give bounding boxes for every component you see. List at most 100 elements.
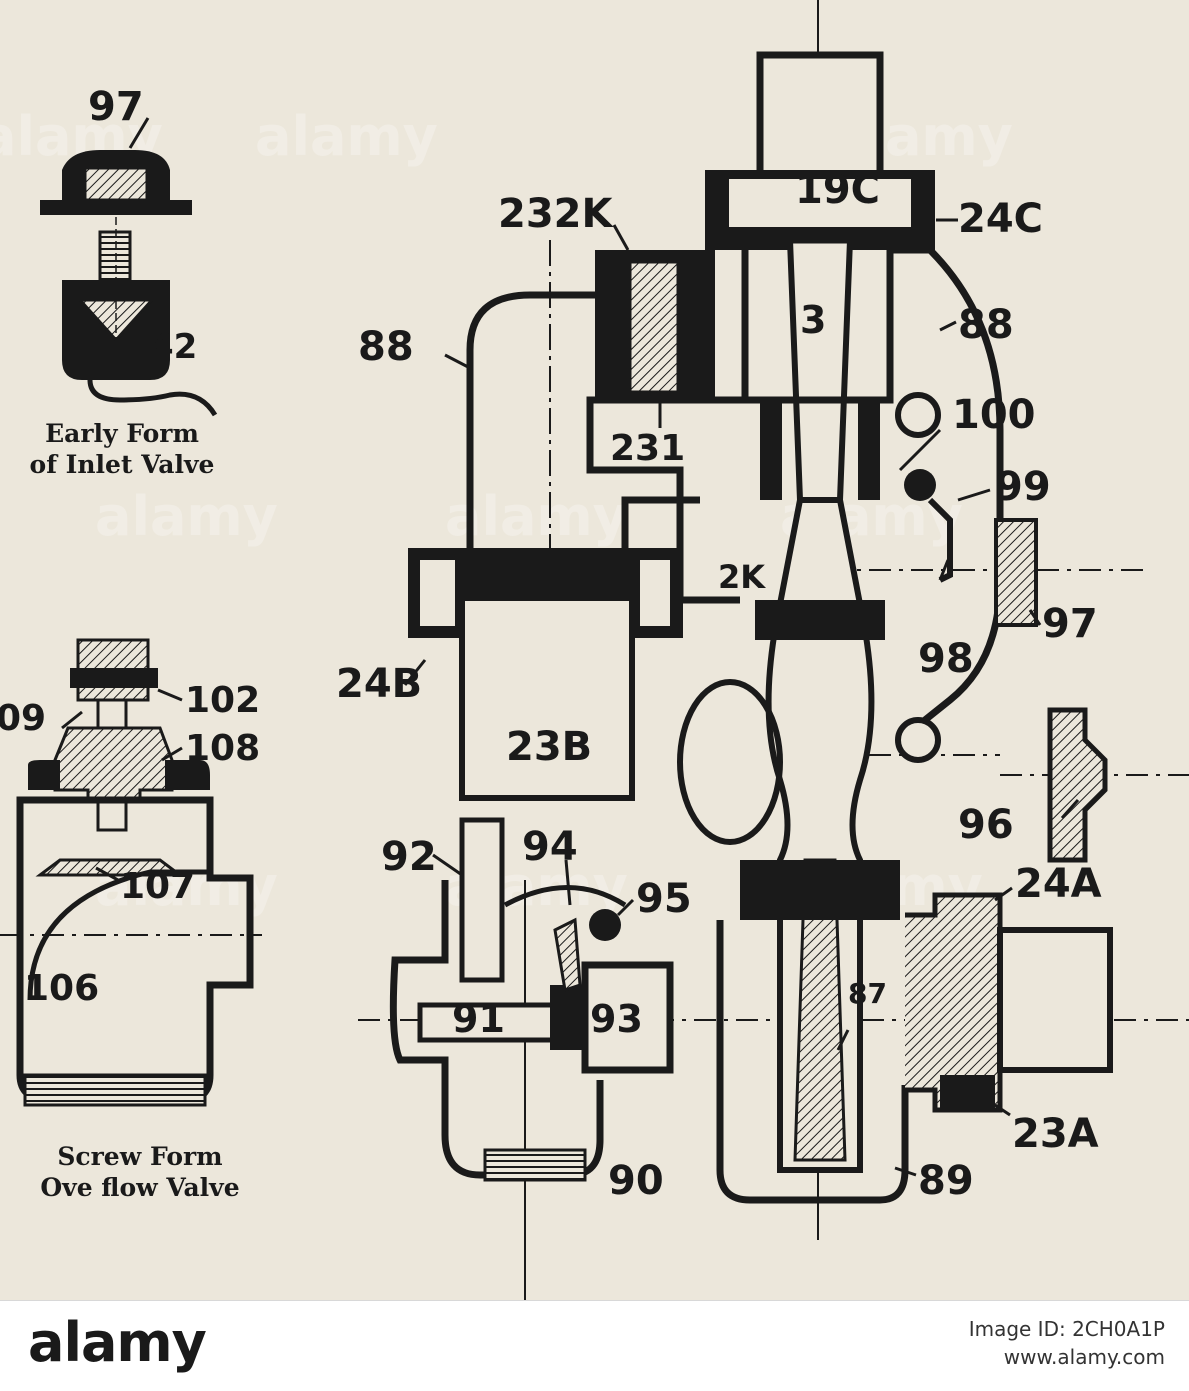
check-valve-plug-231 xyxy=(628,260,680,394)
nozzle-seat-right xyxy=(858,400,880,500)
cap-96-body xyxy=(1047,707,1108,863)
part-label-108: 108 xyxy=(185,728,260,769)
part-label-87: 87 xyxy=(848,977,887,1010)
part-label-91: 91 xyxy=(452,997,505,1041)
gland-nut xyxy=(53,726,174,802)
combining-tube xyxy=(765,497,875,1173)
valve-handle-bar xyxy=(70,668,158,688)
part-label-19c: 19C xyxy=(795,167,880,213)
part-label-94: 94 xyxy=(522,824,578,870)
threaded-outlet-90 xyxy=(483,1148,587,1182)
inlet-tail-pipe-23a xyxy=(997,927,1113,1073)
bonnet-left xyxy=(28,760,60,790)
right-casing-outline xyxy=(890,246,1004,723)
watermark-text: alamy xyxy=(445,485,628,548)
part-label-231: 231 xyxy=(610,428,685,469)
leader-100 xyxy=(898,428,942,472)
leader-109 xyxy=(61,710,83,730)
screw-form-overflow-valve: 09 102 108 107 106 Screw Form Ove flow V… xyxy=(0,638,260,1202)
diagram-stage: alamy alamy alamy alamy alamy alamy alam… xyxy=(0,0,1189,1300)
union-nut-slot-left xyxy=(420,560,455,626)
leader-87 xyxy=(836,1029,850,1051)
leader-88-left xyxy=(444,353,471,370)
injector-cross-section-drawing: alamy alamy alamy alamy alamy alamy alam… xyxy=(0,0,1189,1300)
part-label-89: 89 xyxy=(918,1158,974,1204)
middle-flange xyxy=(755,600,885,640)
stock-footer-bar: alamy Image ID: 2CH0A1P www.alamy.com xyxy=(0,1300,1189,1391)
internal-passage xyxy=(27,869,210,1001)
cap-96 xyxy=(1047,707,1108,863)
bonnet-right xyxy=(165,760,210,790)
overflow-chamber xyxy=(677,679,783,845)
lower-housing-outline xyxy=(716,920,909,1204)
leader-108 xyxy=(161,746,183,762)
valve-disc-93 xyxy=(550,985,585,1050)
leader-24b xyxy=(403,659,427,686)
leader-97-top xyxy=(128,117,150,149)
lever-94 xyxy=(553,917,582,992)
pipe-elbow-inner xyxy=(621,496,700,560)
footer-image-info: Image ID: 2CH0A1P www.alamy.com xyxy=(969,1315,1165,1371)
tail-pipe-23b xyxy=(459,595,635,801)
valve-cap-insert xyxy=(83,166,149,202)
part-label-23b: 23B xyxy=(506,724,592,770)
leader-24a xyxy=(994,886,1013,902)
steam-nozzle xyxy=(786,237,854,503)
part-labels: 232K 19C 24C 88 3 88 231 100 99 2K 97 24… xyxy=(336,167,1102,1204)
part-label-95: 95 xyxy=(636,876,692,922)
leader-232k xyxy=(612,224,630,251)
leader-96 xyxy=(1060,799,1080,819)
pipe-elbow-outer xyxy=(466,291,610,560)
valve-seat-housing-93 xyxy=(581,961,674,1074)
cap-97-right xyxy=(994,518,1038,627)
part-label-109: 09 xyxy=(0,698,46,739)
delivery-pipe xyxy=(408,291,700,801)
bolt-hole-lower xyxy=(895,717,941,763)
injector-main-body xyxy=(586,51,1038,1204)
part-label-24c: 24C xyxy=(958,196,1043,242)
part-label-106: 106 xyxy=(24,968,99,1009)
leader-89 xyxy=(894,1166,917,1177)
valve-body-outline xyxy=(87,379,218,417)
union-nut-slot-right xyxy=(640,560,670,626)
early-form-inlet-valve: 97 42 Early Form of Inlet Valve xyxy=(30,84,218,479)
pivot-95 xyxy=(589,909,621,941)
part-label-232k: 232K xyxy=(498,191,614,237)
part-label-93: 93 xyxy=(590,997,643,1041)
part-label-102: 102 xyxy=(185,680,260,721)
upper-body-wall xyxy=(741,236,894,404)
leader-102 xyxy=(157,688,183,702)
part-label-88-left: 88 xyxy=(358,324,414,370)
valve-body-shell xyxy=(16,796,254,1104)
leader-42 xyxy=(133,317,152,341)
leader-95 xyxy=(616,898,635,917)
lever-99 xyxy=(927,497,953,583)
part-label-97-top: 97 xyxy=(88,84,144,130)
part-label-107: 107 xyxy=(120,866,195,907)
part-label-2k: 2K xyxy=(718,558,766,596)
watermark-text: alamy xyxy=(95,485,278,548)
threaded-outlet xyxy=(23,1073,207,1107)
bolt-hole-upper xyxy=(895,392,941,438)
inlet-coupling xyxy=(905,892,1113,1113)
leader-lines xyxy=(403,218,1080,1177)
leader-92 xyxy=(432,853,463,877)
caption-screw-form-line2: Ove flow Valve xyxy=(40,1173,239,1202)
part-label-42: 42 xyxy=(150,327,197,367)
lower-flange xyxy=(740,860,900,920)
part-label-96: 96 xyxy=(958,802,1014,848)
leader-94 xyxy=(564,859,572,906)
part-label-92: 92 xyxy=(381,834,437,880)
overflow-body-shell xyxy=(389,880,604,1179)
leader-107 xyxy=(95,866,119,882)
leader-97-right xyxy=(1028,609,1042,626)
nozzle-seat-left xyxy=(760,400,782,500)
part-label-24b: 24B xyxy=(336,661,422,707)
union-seat xyxy=(940,1075,995,1110)
part-label-3: 3 xyxy=(800,298,826,342)
image-id-text: Image ID: 2CH0A1P xyxy=(968,1317,1165,1341)
steam-inlet-tube xyxy=(756,51,884,179)
spindle-92 xyxy=(459,817,505,983)
overflow-valve-assembly xyxy=(389,817,674,1182)
part-label-99: 99 xyxy=(995,464,1051,510)
